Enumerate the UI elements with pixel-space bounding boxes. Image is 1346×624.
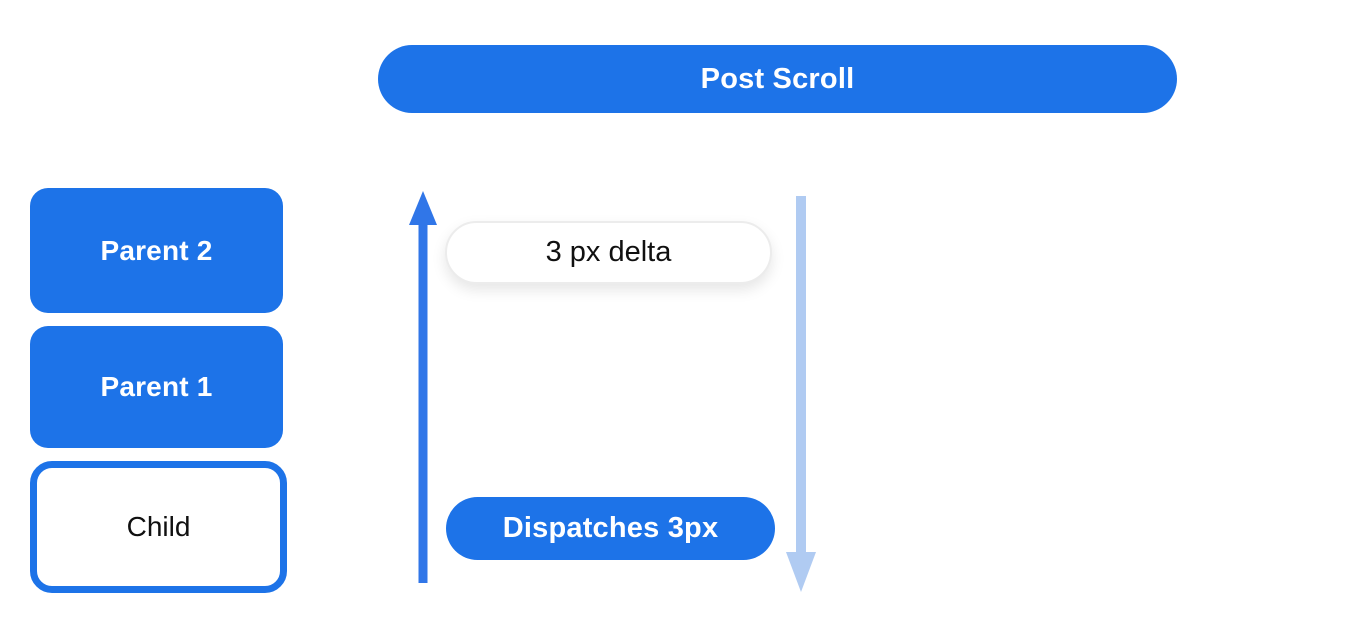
post-scroll-pill: Post Scroll bbox=[378, 45, 1177, 113]
down-arrow-icon bbox=[786, 196, 816, 592]
up-arrow-icon bbox=[409, 191, 437, 583]
node-child-label: Child bbox=[126, 511, 191, 542]
up-arrow-head bbox=[409, 191, 437, 225]
node-parent-2-label: Parent 2 bbox=[100, 234, 213, 266]
post-scroll-label: Post Scroll bbox=[700, 62, 855, 95]
delta-pill: 3 px delta bbox=[445, 221, 772, 284]
delta-pill-label: 3 px delta bbox=[545, 236, 672, 268]
dispatch-pill: Dispatches 3px bbox=[446, 497, 775, 560]
down-arrow-shaft bbox=[796, 196, 806, 558]
down-arrow-head bbox=[786, 552, 816, 592]
dispatch-pill-label: Dispatches 3px bbox=[502, 512, 719, 544]
node-parent-1-label: Parent 1 bbox=[100, 371, 213, 402]
node-child: Child bbox=[30, 461, 287, 593]
up-arrow-shaft bbox=[418, 217, 428, 583]
node-parent-1: Parent 1 bbox=[30, 326, 283, 448]
node-parent-2: Parent 2 bbox=[30, 188, 283, 313]
